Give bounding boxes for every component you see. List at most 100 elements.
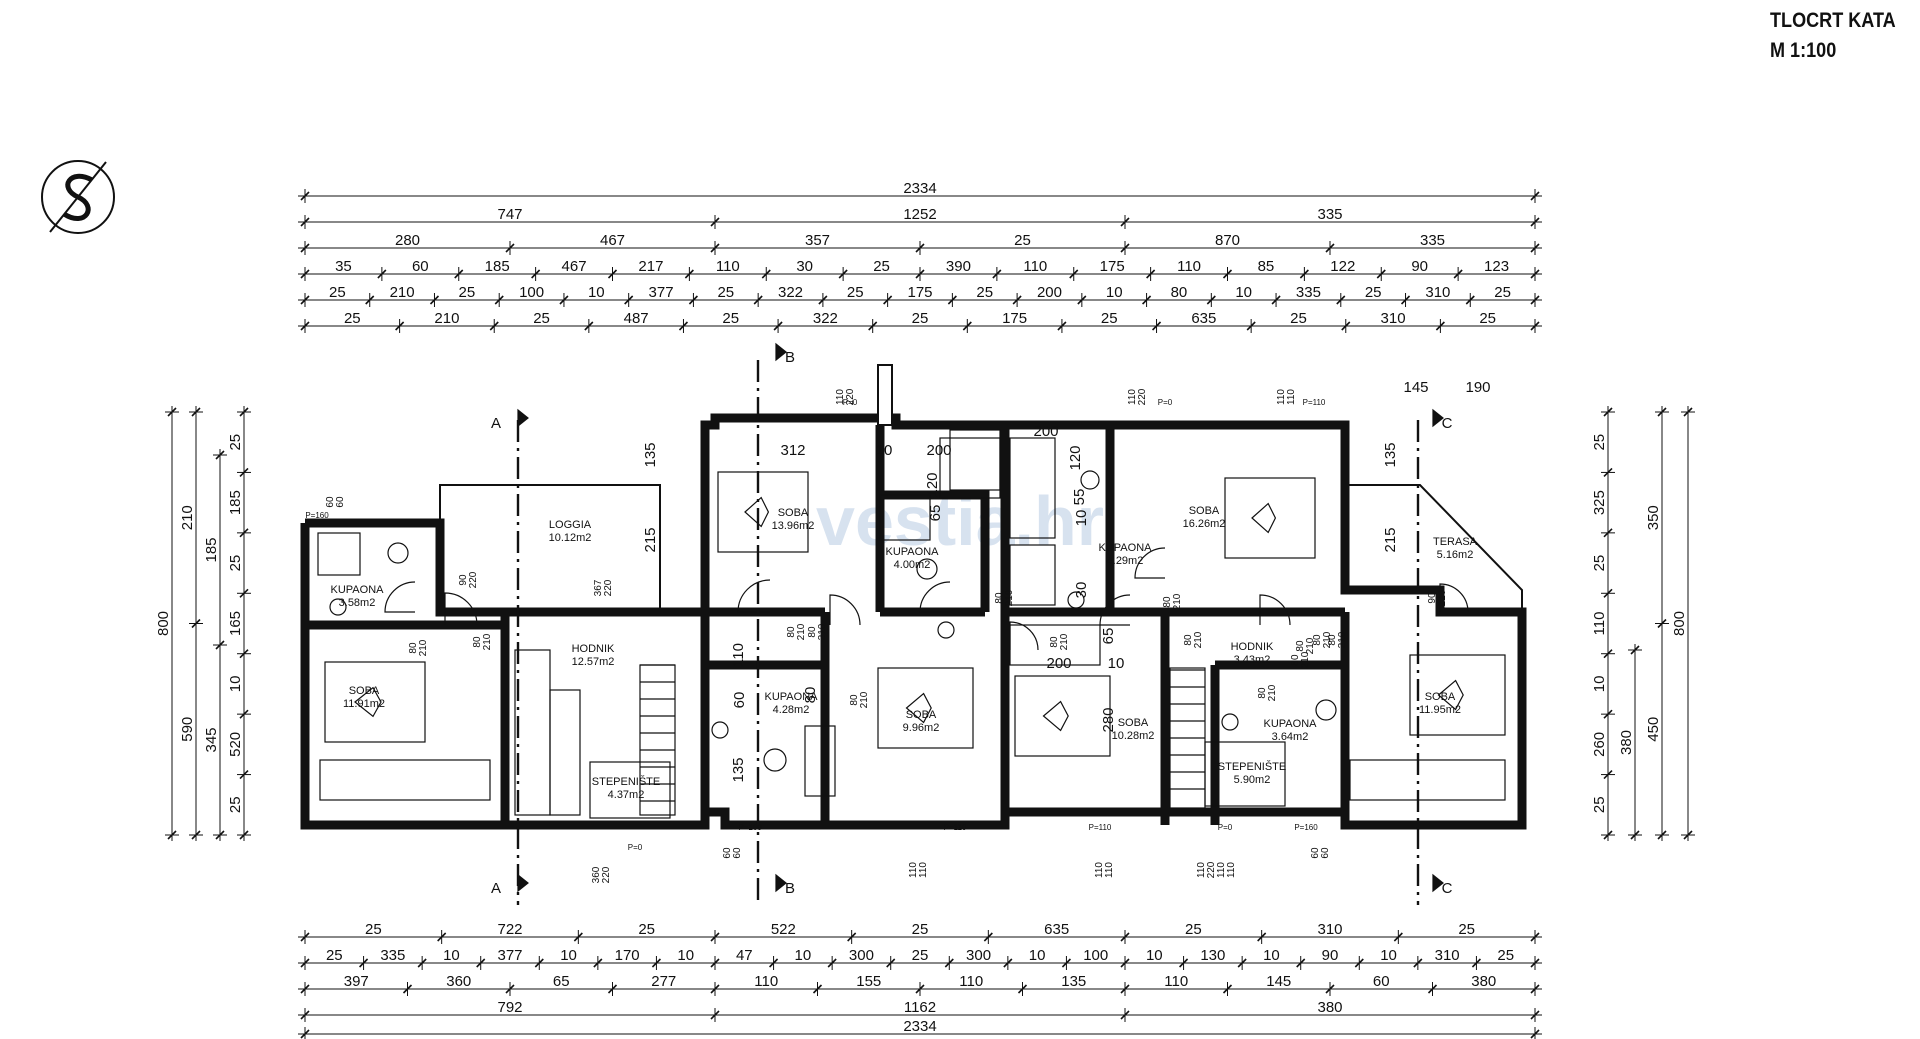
interior-dimension: 145: [1403, 379, 1428, 396]
door-swing-icon: [384, 581, 416, 613]
dimension-value: 487: [624, 310, 649, 327]
bed-cover-icon: [1042, 700, 1069, 732]
dimension-value: 60: [1373, 973, 1390, 990]
bed: [1224, 477, 1316, 559]
dimension-value: 10: [795, 947, 812, 964]
dimension-value: 380: [1317, 999, 1342, 1016]
door-swing-icon: [1009, 621, 1039, 651]
interior-dimension: 200: [926, 442, 951, 459]
sanitary-fixture-icon: [1067, 591, 1085, 609]
wardrobe: [1349, 759, 1506, 801]
section-arrow-icon: [1432, 873, 1444, 893]
chimney: [877, 364, 893, 426]
dimension-value: 300: [966, 947, 991, 964]
dimension-value: 310: [1435, 947, 1460, 964]
dimension-value: 210: [390, 284, 415, 301]
room-area: 4.00m2: [894, 559, 931, 571]
bed: [324, 661, 426, 743]
dimension-value: 25: [533, 310, 550, 327]
dimension-value: 280: [395, 232, 420, 249]
room-name: KUPAONA: [1099, 542, 1153, 554]
door-height-label: 210: [482, 633, 493, 650]
dimension-value: 335: [380, 947, 405, 964]
dimension-value: 25: [1479, 310, 1496, 327]
interior-dimension: 215: [1382, 527, 1399, 552]
sill-height-label: P=0: [1218, 823, 1233, 832]
sanitary-fixture-icon: [329, 598, 347, 616]
room-name: SOBA: [778, 507, 809, 519]
dimension-value: 25: [1185, 921, 1202, 938]
room-area: 4.29m2: [1107, 555, 1144, 567]
terrace-outline: [1345, 484, 1523, 612]
door-width-label: 80: [849, 694, 860, 706]
door-width-label: 80: [807, 626, 818, 638]
dimension-value: 123: [1484, 258, 1509, 275]
door-height-label: 210: [1300, 651, 1311, 668]
dimension-value: 310: [1425, 284, 1450, 301]
sanitary-fixture-icon: [711, 721, 729, 739]
dimension-value: 322: [813, 310, 838, 327]
door-height-label: 60: [335, 496, 346, 508]
dimension-value: 185: [203, 537, 220, 562]
door-height-label: 210: [1193, 631, 1204, 648]
room-labels: LOGGIA10.12m2KUPAONA3.58m2HODNIK12.57m2S…: [331, 505, 1478, 801]
bed: [1409, 654, 1506, 736]
door-swing-icon: [1259, 594, 1291, 626]
dimension-value: 25: [227, 796, 244, 813]
dimension-value: 380: [1618, 730, 1635, 755]
room-area: 13.96m2: [772, 520, 815, 532]
room-name: HODNIK: [572, 643, 615, 655]
dimension-value: 185: [227, 490, 244, 515]
dimension-value: 10: [560, 947, 577, 964]
door-width-label: 80: [1327, 634, 1338, 646]
room-name: SOBA: [1118, 717, 1149, 729]
bed: [1014, 675, 1111, 757]
dimension-value: 467: [562, 258, 587, 275]
section-arrow-icon: [775, 342, 787, 362]
room-name: STEPENIŠTE: [592, 775, 660, 788]
door-width-label: 80: [1162, 596, 1173, 608]
window-width-label: 60: [1310, 847, 1321, 859]
door-width-label: 80: [1183, 634, 1194, 646]
room-name: STEPENIŠTE: [1218, 760, 1286, 773]
interior-dimension: 312: [780, 442, 805, 459]
room-area: 4.28m2: [773, 704, 810, 716]
window-width-label: 110: [1276, 389, 1287, 405]
door-height-label: 210: [1322, 631, 1333, 648]
dimension-value: 25: [344, 310, 361, 327]
dimension-value: 100: [519, 284, 544, 301]
room-name: LOGGIA: [549, 519, 592, 531]
door-height-label: 210: [796, 623, 807, 640]
sill-height-label: P=110: [1303, 398, 1326, 407]
door-width-label: 90: [458, 574, 469, 586]
window-width-label: 110: [1094, 862, 1105, 878]
walls: [300, 364, 1527, 830]
dimension-value: 380: [1471, 973, 1496, 990]
dimension-value: 10: [443, 947, 460, 964]
dimension-value: 747: [497, 206, 522, 223]
room-name: SOBA: [906, 709, 937, 721]
title-block: TLOCRT KATA M 1:100: [1770, 6, 1896, 66]
stair-flight: [1169, 667, 1206, 809]
room-name: KUPAONA: [1264, 718, 1318, 730]
dimension-value: 397: [344, 973, 369, 990]
dimension-value: 2334: [903, 1018, 936, 1035]
dimension-value: 377: [649, 284, 674, 301]
dimension-value: 217: [638, 258, 663, 275]
dimension-value: 25: [326, 947, 343, 964]
section-label: A: [491, 880, 501, 897]
section-arrow-icon: [517, 873, 529, 893]
dimension-value: 1252: [903, 206, 936, 223]
dimension-value: 110: [959, 973, 983, 990]
dimension-value: 310: [1381, 310, 1406, 327]
window-height-label: 60: [732, 847, 743, 859]
room-area: 16.26m2: [1183, 518, 1226, 530]
section-label: A: [491, 415, 501, 432]
interior-dimension: 55: [1071, 489, 1088, 506]
door-height-label: 220: [468, 571, 479, 588]
sill-height-label: P=160: [1294, 823, 1318, 832]
door-height-label: 220: [1437, 589, 1448, 606]
interior-dimension: 120: [1067, 445, 1084, 470]
door-width-label: 80: [786, 626, 797, 638]
